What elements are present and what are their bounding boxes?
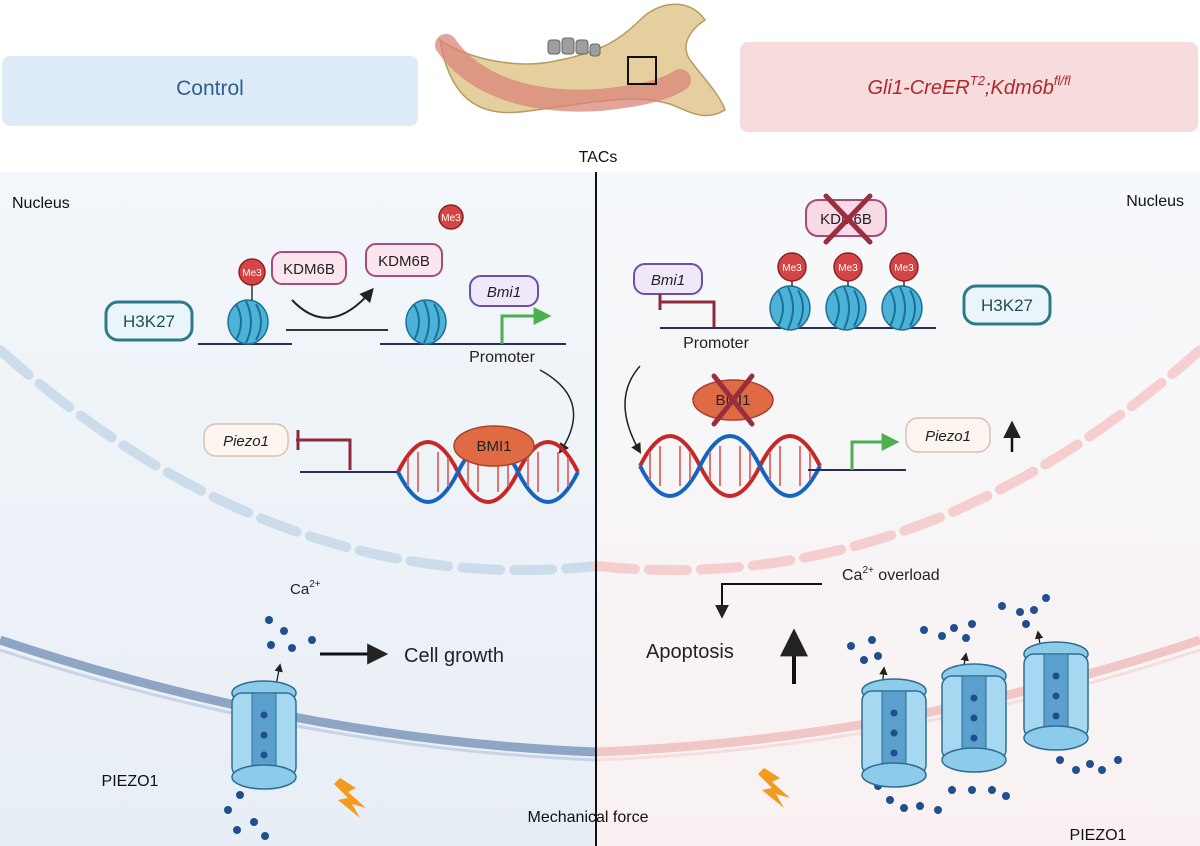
apoptosis-label: Apoptosis (646, 641, 734, 663)
calcium-ions-right (847, 594, 1122, 814)
tac-region-box (627, 56, 657, 85)
bmi1-gene-badge-right (633, 263, 703, 295)
me3-mark-left (238, 258, 266, 286)
svg-text:KDM6B: KDM6B (378, 253, 430, 270)
nucleosome-demethylated (405, 299, 447, 345)
piezo1-channel-right-3 (1023, 641, 1089, 751)
promoter-label-left: Promoter (469, 349, 535, 366)
bmi1-repression-mark (660, 300, 716, 328)
ca-overload-label: Ca2+ overload (842, 565, 940, 584)
h3k27-badge-right (962, 284, 1052, 326)
svg-text:Me3: Me3 (441, 213, 461, 224)
svg-text:Me3: Me3 (782, 263, 802, 274)
svg-text:BMI1: BMI1 (476, 438, 511, 455)
cell-growth-label: Cell growth (404, 645, 504, 667)
piezo1-gene-badge-left (203, 423, 289, 457)
svg-text:Me3: Me3 (242, 268, 262, 279)
piezo1-channel-right-2 (941, 663, 1007, 773)
mutant-banner (740, 42, 1198, 132)
bmi1-activation-arrow (500, 307, 552, 344)
control-banner (2, 56, 418, 126)
h3k27-badge-left (104, 300, 194, 342)
bmi1-deletion-cross (711, 373, 755, 427)
cell-membrane-left (0, 635, 597, 757)
mutant-genotype-label: Gli1-CreERT2;Kdm6bfl/fl (868, 73, 1072, 99)
bmi1-protein-left (453, 425, 535, 467)
bmi1-gene-badge-left (469, 275, 539, 307)
svg-text:Me3: Me3 (894, 263, 914, 274)
kdm6b-badge-released (365, 243, 443, 277)
mechanical-force-label: Mechanical force (528, 809, 649, 826)
control-label: Control (176, 77, 244, 100)
svg-text:Bmi1: Bmi1 (487, 284, 521, 301)
piezo1-label-left: PIEZO1 (102, 773, 159, 790)
calcium-ions-left (224, 616, 316, 840)
nuclear-envelope-right (592, 345, 1200, 576)
piezo1-label-right: PIEZO1 (1070, 827, 1127, 844)
svg-text:Piezo1: Piezo1 (223, 433, 269, 450)
piezo1-activation-arrow (850, 433, 900, 470)
demethylation-arrow (291, 287, 374, 319)
svg-text:KDM6B: KDM6B (283, 261, 335, 278)
svg-text:Piezo1: Piezo1 (925, 428, 971, 445)
jaw-illustration (435, 3, 726, 117)
kdm6b-deletion-cross (823, 193, 873, 245)
me3-free (438, 204, 464, 230)
ca-label-left: Ca2+ (290, 579, 321, 598)
nucleus-label-left: Nucleus (12, 195, 70, 212)
nucleus-label-right: Nucleus (1126, 193, 1184, 210)
nuclear-envelope-left (0, 345, 601, 576)
overload-to-apoptosis-arrow (715, 583, 822, 619)
piezo1-channel-left (231, 680, 297, 790)
tacs-label: TACs (579, 149, 618, 166)
piezo1-gene-badge-right (905, 417, 991, 453)
svg-text:Bmi1: Bmi1 (651, 272, 685, 289)
h3k27-label-left: H3K27 (123, 312, 175, 331)
piezo1-channel-right-1 (861, 678, 927, 788)
nucleosome-methylated (227, 299, 269, 345)
kdm6b-badge-bound (271, 251, 347, 285)
piezo1-repression-mark (296, 438, 352, 470)
promoter-label-right: Promoter (683, 335, 749, 352)
methylated-nucleosomes: Me3 Me3 Me3 (769, 252, 923, 331)
h3k27-label-right: H3K27 (981, 296, 1033, 315)
svg-text:Me3: Me3 (838, 263, 858, 274)
